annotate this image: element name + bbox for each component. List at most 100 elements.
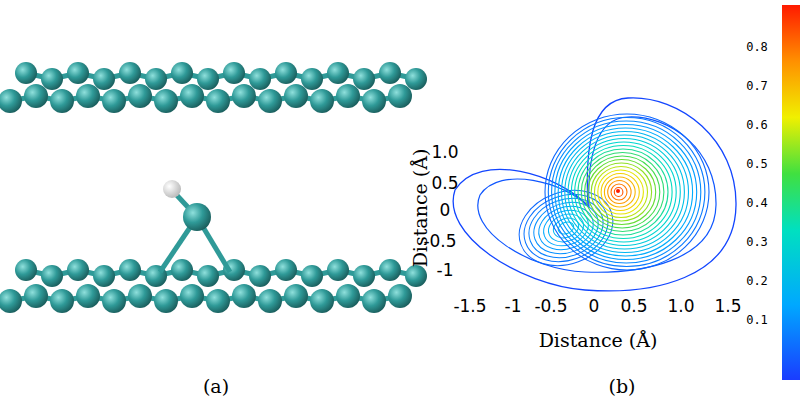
atom <box>0 289 22 313</box>
tick-label: 0 <box>440 202 451 219</box>
atom <box>15 259 37 281</box>
contour <box>571 142 676 242</box>
contour <box>608 181 631 204</box>
contour <box>581 153 664 232</box>
atom <box>388 84 412 108</box>
atom <box>232 284 256 308</box>
atom <box>67 62 89 84</box>
atom <box>171 259 193 281</box>
atom <box>102 89 126 113</box>
contour <box>585 156 660 228</box>
colorbar-label: 0.7 <box>746 80 768 92</box>
tick-label: -1 <box>437 262 454 279</box>
contour <box>562 132 689 253</box>
contour <box>578 149 668 235</box>
contour <box>453 98 736 291</box>
atom <box>180 84 204 108</box>
atom <box>41 68 63 90</box>
panel-label: (a) <box>203 377 229 396</box>
atom <box>336 284 360 308</box>
atom <box>275 62 297 84</box>
atom <box>154 89 178 113</box>
atom <box>327 259 349 281</box>
colorbar-label: 0.3 <box>746 236 768 248</box>
atom <box>405 68 427 90</box>
atom <box>128 84 152 108</box>
atom <box>379 62 401 84</box>
atom <box>50 289 74 313</box>
atom <box>223 62 245 84</box>
atom <box>249 68 271 90</box>
contour <box>591 163 651 221</box>
atom <box>301 68 323 90</box>
atom <box>119 62 141 84</box>
contour <box>558 128 692 256</box>
tick-label: 1.5 <box>714 298 741 315</box>
tick-label: -0.5 <box>423 233 456 250</box>
atom <box>180 284 204 308</box>
axis-title: Distance (Å) <box>539 331 658 350</box>
atom <box>197 68 219 90</box>
contour-peak <box>616 189 620 193</box>
tick-label: 1.0 <box>667 298 694 315</box>
atom <box>76 284 100 308</box>
atom <box>50 89 74 113</box>
atom <box>310 89 334 113</box>
atom <box>405 265 427 287</box>
atom <box>310 289 334 313</box>
contour <box>545 114 709 270</box>
atom <box>67 259 89 281</box>
tick-label: 1.0 <box>431 144 458 161</box>
contour <box>552 121 701 263</box>
colorbar-label: 0.6 <box>746 119 768 131</box>
atom <box>76 84 100 108</box>
atom <box>102 289 126 313</box>
atom <box>119 259 141 281</box>
tick-label: -1 <box>505 298 522 315</box>
contour <box>478 117 716 272</box>
atom <box>258 89 282 113</box>
atom <box>154 289 178 313</box>
atom <box>93 68 115 90</box>
axis-title: Distance (Å) <box>411 149 430 268</box>
atom <box>353 265 375 287</box>
contour <box>555 125 697 260</box>
contour <box>565 135 685 249</box>
atom <box>301 265 323 287</box>
colorbar-label: 0.2 <box>746 275 768 287</box>
atom <box>206 89 230 113</box>
tick-label: 0 <box>589 298 600 315</box>
atom <box>353 68 375 90</box>
colorbar-label: 0.8 <box>746 41 768 53</box>
colorbar-label: 0.5 <box>746 158 768 170</box>
atom <box>128 284 152 308</box>
atom <box>24 84 48 108</box>
contour <box>611 184 627 200</box>
atom <box>145 68 167 90</box>
contour <box>588 160 656 225</box>
atom <box>41 265 63 287</box>
atom <box>232 84 256 108</box>
atom <box>249 265 271 287</box>
atom <box>93 265 115 287</box>
atom <box>284 84 308 108</box>
atom <box>275 259 297 281</box>
atom <box>171 62 193 84</box>
atom <box>379 259 401 281</box>
atom <box>284 284 308 308</box>
atom <box>327 62 349 84</box>
atom <box>388 284 412 308</box>
atom <box>258 289 282 313</box>
tick-label: -1.5 <box>453 298 486 315</box>
atom <box>336 84 360 108</box>
tick-label: 0.5 <box>620 298 647 315</box>
contour <box>604 177 635 207</box>
atom <box>362 89 386 113</box>
atom <box>24 284 48 308</box>
contour <box>548 118 705 267</box>
tick-label: -0.5 <box>534 298 567 315</box>
tick-label: 0.5 <box>431 175 458 192</box>
adatom <box>160 180 230 272</box>
atom <box>15 62 37 84</box>
